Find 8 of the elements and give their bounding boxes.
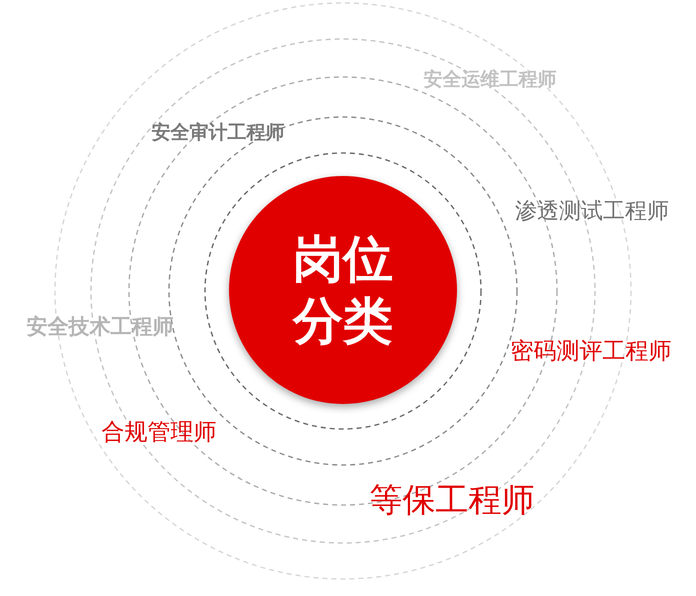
job-title: 渗透测试工程师: [515, 200, 669, 224]
job-title: 等保工程师: [370, 482, 534, 518]
category-circle: 岗位分类: [229, 176, 457, 404]
job-title: 合规管理师: [102, 420, 216, 446]
job-title: 安全技术工程师: [26, 315, 174, 339]
job-title: 密码测评工程师: [510, 339, 672, 365]
job-title: 安全审计工程师: [152, 122, 284, 144]
job-title: 安全运维工程师: [424, 70, 556, 90]
